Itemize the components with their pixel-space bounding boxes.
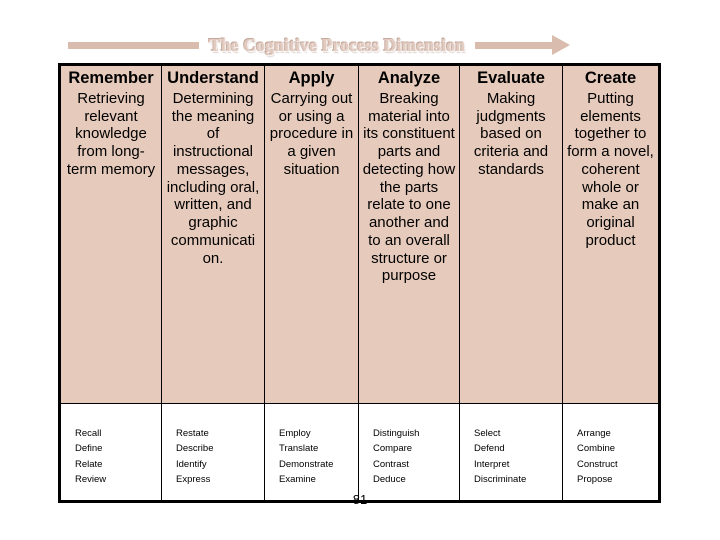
list-item: Describe bbox=[176, 443, 214, 455]
verbs-evaluate: Select Defend Interpret Discriminate bbox=[460, 404, 563, 500]
verbs-apply: Employ Translate Demonstrate Examine bbox=[265, 404, 359, 500]
table-row-descriptions: Remember Retrieving relevant knowledge f… bbox=[61, 66, 658, 403]
column-remember: Remember Retrieving relevant knowledge f… bbox=[61, 66, 162, 403]
column-description-apply: Carrying out or using a procedure in a g… bbox=[269, 89, 354, 178]
column-header-remember: Remember bbox=[68, 69, 154, 87]
list-item: Define bbox=[75, 443, 103, 455]
verb-list: Arrange Combine Construct Propose bbox=[577, 426, 658, 488]
list-item: Combine bbox=[577, 443, 616, 455]
list-item: Interpret bbox=[474, 458, 510, 470]
list-item: Distinguish bbox=[373, 428, 420, 439]
column-description-evaluate: Making judgments based on criteria and s… bbox=[473, 89, 549, 178]
list-item: Arrange bbox=[577, 428, 611, 439]
title-banner: The Cognitive Process Dimension bbox=[68, 30, 652, 60]
list-item: Restate bbox=[176, 428, 209, 439]
list-item: Express bbox=[176, 474, 211, 486]
cognitive-process-table: Remember Retrieving relevant knowledge f… bbox=[58, 63, 661, 503]
list-item: Demonstrate bbox=[279, 458, 334, 470]
column-header-analyze: Analyze bbox=[377, 69, 441, 87]
list-item: Deduce bbox=[373, 474, 406, 486]
list-item: Translate bbox=[279, 443, 319, 455]
list-item: Identify bbox=[176, 458, 207, 470]
page-number: 81 bbox=[352, 492, 368, 507]
list-item: Defend bbox=[474, 443, 505, 455]
list-item: Employ bbox=[279, 428, 311, 439]
list-item: Relate bbox=[75, 458, 103, 470]
table-row-verbs: Recall Define Relate Review Restate Desc… bbox=[61, 403, 658, 500]
verbs-remember: Recall Define Relate Review bbox=[61, 404, 162, 500]
list-item: Examine bbox=[279, 474, 316, 486]
column-evaluate: Evaluate Making judgments based on crite… bbox=[460, 66, 563, 403]
list-item: Propose bbox=[577, 474, 613, 486]
banner-bar-right bbox=[475, 41, 554, 49]
column-understand: Understand Determining the meaning of in… bbox=[162, 66, 265, 403]
list-item: Select bbox=[474, 428, 501, 439]
list-item: Contrast bbox=[373, 458, 409, 470]
column-description-understand: Determining the meaning of instructional… bbox=[166, 89, 260, 267]
column-description-analyze: Breaking material into its constituent p… bbox=[362, 89, 456, 285]
list-item: Recall bbox=[75, 428, 102, 439]
column-header-apply: Apply bbox=[288, 69, 335, 87]
column-analyze: Analyze Breaking material into its const… bbox=[359, 66, 460, 403]
column-description-remember: Retrieving relevant knowledge from long-… bbox=[66, 89, 156, 178]
column-create: Create Putting elements together to form… bbox=[563, 66, 658, 403]
verbs-analyze: Distinguish Compare Contrast Deduce bbox=[359, 404, 460, 500]
column-header-create: Create bbox=[584, 69, 637, 87]
verbs-understand: Restate Describe Identify Express bbox=[162, 404, 265, 500]
column-description-create: Putting elements together to form a nove… bbox=[567, 89, 654, 249]
verb-list: Employ Translate Demonstrate Examine bbox=[279, 426, 358, 488]
page-title: The Cognitive Process Dimension bbox=[209, 34, 466, 55]
list-item: Discriminate bbox=[474, 474, 527, 486]
list-item: Construct bbox=[577, 458, 618, 470]
verb-list: Select Defend Interpret Discriminate bbox=[474, 426, 562, 488]
verbs-create: Arrange Combine Construct Propose bbox=[563, 404, 658, 500]
verb-list: Restate Describe Identify Express bbox=[176, 426, 264, 488]
column-apply: Apply Carrying out or using a procedure … bbox=[265, 66, 359, 403]
right-arrow-icon bbox=[552, 35, 571, 55]
list-item: Compare bbox=[373, 443, 413, 455]
column-header-evaluate: Evaluate bbox=[477, 69, 545, 87]
column-header-understand: Understand bbox=[167, 69, 259, 87]
verb-list: Recall Define Relate Review bbox=[75, 426, 161, 488]
banner-bar-left bbox=[68, 41, 199, 49]
verb-list: Distinguish Compare Contrast Deduce bbox=[373, 426, 459, 488]
list-item: Review bbox=[75, 474, 107, 486]
